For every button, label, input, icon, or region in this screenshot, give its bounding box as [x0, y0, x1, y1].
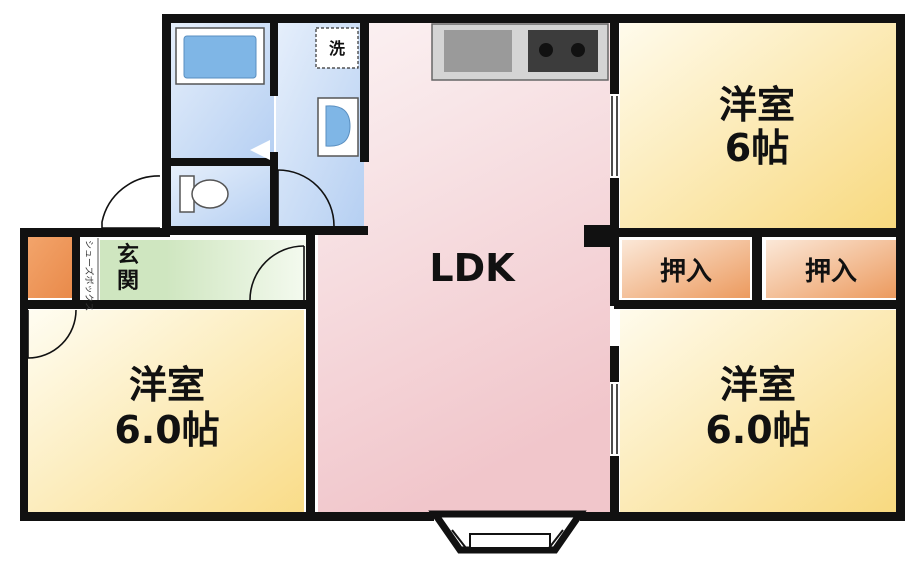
western-top-right-size: 6帖	[725, 126, 789, 170]
entrance-label-line1: 玄	[117, 242, 139, 268]
sliding-openings	[21, 96, 890, 454]
western-room-bottom-left-floor	[28, 310, 304, 514]
wash-basin	[317, 97, 359, 157]
western-bottom-right-size: 6.0帖	[705, 408, 810, 452]
entrance-floor	[100, 240, 166, 300]
step-marker	[250, 140, 270, 160]
closet-2-label: 押入	[805, 257, 857, 287]
ldk-label: LDK	[429, 246, 516, 290]
shoe-box-label: シューズボックス	[83, 240, 95, 311]
washer-label: 洗	[329, 39, 345, 58]
closet-1-label: 押入	[660, 257, 712, 287]
bay-window	[428, 510, 587, 554]
closet-2-floor	[766, 240, 896, 298]
western-bottom-right-name: 洋室	[720, 363, 796, 407]
toilet-bowl	[179, 175, 229, 213]
bathtub	[175, 27, 265, 85]
closet-1-floor	[622, 240, 750, 298]
western-bottom-left-name: 洋室	[129, 363, 205, 407]
western-room-top-right-floor	[620, 22, 896, 228]
washer-space: 洗	[315, 27, 359, 69]
storage-floor	[26, 236, 72, 298]
western-room-bottom-right-floor	[620, 310, 896, 514]
western-top-right-name: 洋室	[719, 83, 795, 127]
entrance-label-line2: 関	[117, 269, 139, 294]
western-bottom-left-size: 6.0帖	[114, 408, 219, 452]
kitchen-counter	[431, 23, 609, 81]
door-swings	[27, 169, 335, 359]
